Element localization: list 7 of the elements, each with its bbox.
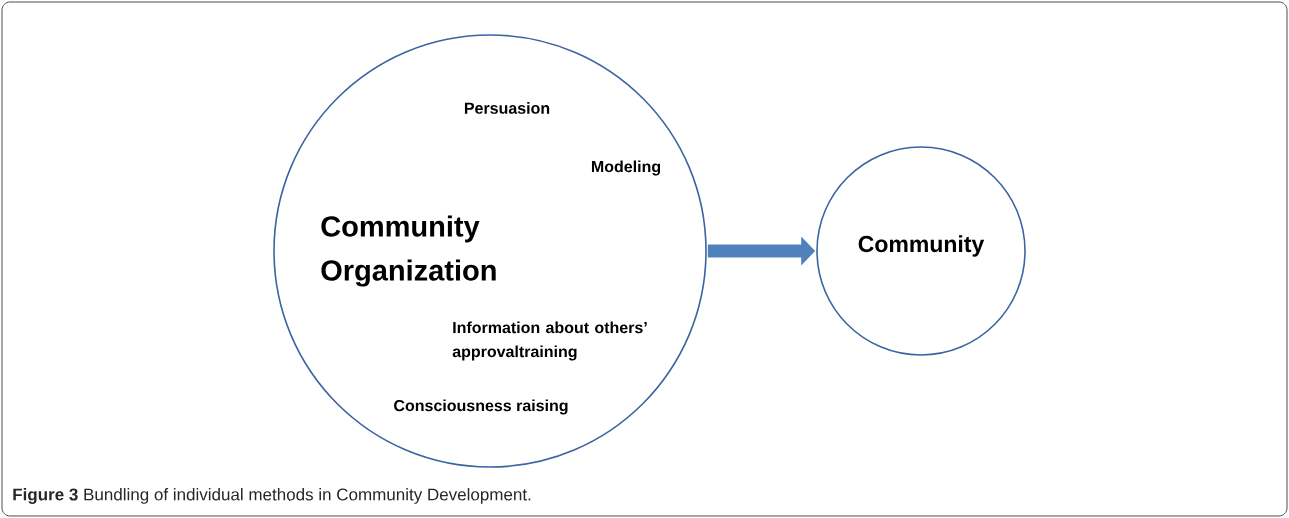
caption: Figure 3 Bundling of individual methods in Community Development.	[13, 488, 531, 504]
node-title: Community Organization	[321, 215, 496, 287]
node-title: Community	[858, 235, 985, 257]
method-label: Information about others’ approvaltraining	[452, 321, 647, 361]
method-label: Consciousness raising	[394, 399, 568, 415]
method-label: Modeling	[591, 160, 661, 176]
method-label: Persuasion	[464, 102, 550, 114]
